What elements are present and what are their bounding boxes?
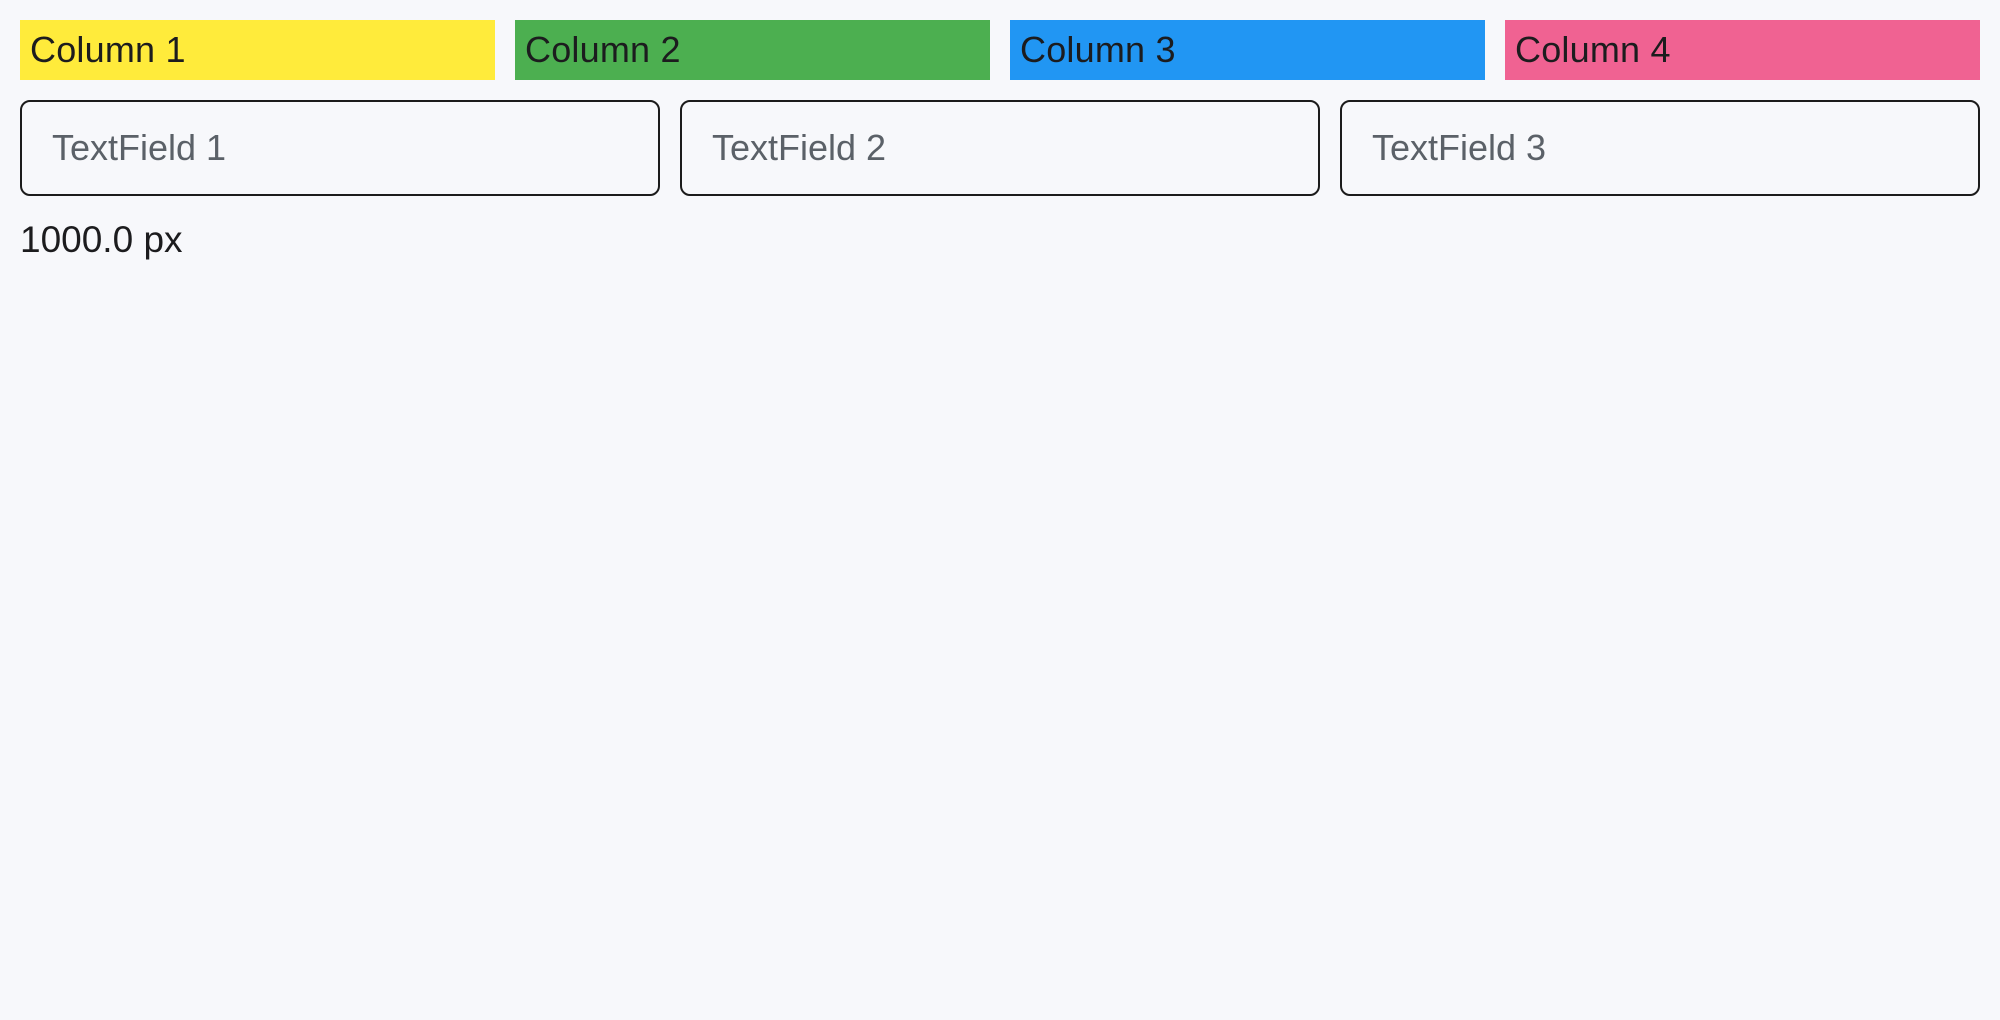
column-block-2: Column 2 <box>515 20 990 80</box>
textfield-3[interactable] <box>1340 100 1980 196</box>
textfield-1[interactable] <box>20 100 660 196</box>
column-block-1: Column 1 <box>20 20 495 80</box>
column-block-3: Column 3 <box>1010 20 1485 80</box>
textfields-row <box>20 100 1980 196</box>
column-4-label: Column 4 <box>1515 29 1671 70</box>
width-readout-label: 1000.0 px <box>20 219 183 260</box>
column-1-label: Column 1 <box>30 29 186 70</box>
column-2-label: Column 2 <box>525 29 681 70</box>
textfield-2[interactable] <box>680 100 1320 196</box>
column-block-4: Column 4 <box>1505 20 1980 80</box>
column-headers-row: Column 1 Column 2 Column 3 Column 4 <box>20 20 1980 80</box>
column-3-label: Column 3 <box>1020 29 1176 70</box>
